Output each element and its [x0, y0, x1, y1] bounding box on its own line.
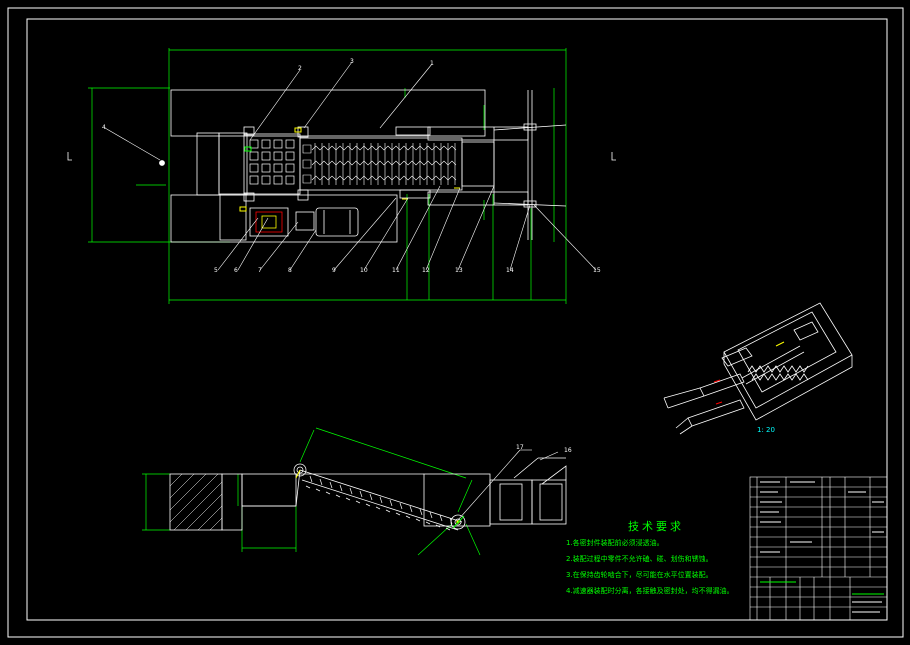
balloon-5: 5 — [214, 267, 218, 274]
isometric-view — [663, 302, 853, 435]
plan-accent-marks — [239, 127, 460, 212]
balloon-2: 2 — [298, 65, 302, 72]
plan-chain-links — [302, 143, 457, 185]
plan-outlines — [170, 89, 529, 243]
elevation-dimension-lines — [142, 427, 481, 556]
isometric-scale-label: 1: 20 — [757, 426, 775, 434]
elevation-hatching — [169, 473, 223, 531]
requirement-line-3: 3.在保持齿轮啮合下，尽可能在水平位置装配。 — [566, 571, 713, 579]
balloon-9: 9 — [332, 267, 336, 274]
title-block-green-marks — [760, 581, 884, 595]
balloon-13: 13 — [455, 267, 463, 274]
outer-sheet-border — [7, 7, 904, 638]
plan-dimension-lines — [88, 48, 567, 304]
isometric-accents — [713, 341, 785, 405]
balloon-17: 17 — [516, 444, 524, 451]
plan-motor-assembly — [249, 207, 359, 237]
plan-output-shafts — [493, 90, 567, 240]
plan-section-markers — [67, 152, 616, 166]
balloon-16: 16 — [564, 447, 572, 454]
balloon-4: 4 — [102, 124, 106, 131]
requirement-line-4: 4.减速器装配时分离，各接触及密封处，均不得漏油。 — [566, 587, 734, 595]
plan-view — [67, 48, 616, 304]
balloon-7: 7 — [258, 267, 262, 274]
elevation-outlines — [169, 457, 567, 531]
elevation-sprockets — [293, 463, 466, 530]
balloon-8: 8 — [288, 267, 292, 274]
requirement-line-2: 2.装配过程中零件不允许磕、碰、划伤和锈蚀。 — [566, 555, 713, 563]
balloon-3: 3 — [350, 58, 354, 65]
balloon-6: 6 — [234, 267, 238, 274]
requirement-line-1: 1.各密封件装配前必须浸透油。 — [566, 539, 664, 547]
elevation-view — [142, 427, 567, 556]
balloon-1: 1 — [430, 60, 434, 67]
elevation-accents — [295, 469, 465, 529]
balloon-12: 12 — [422, 267, 430, 274]
plan-leader-lines — [104, 61, 597, 271]
elevation-leaders — [457, 449, 559, 521]
technical-requirements-title: 技术要求 — [628, 520, 684, 533]
balloon-10: 10 — [360, 267, 368, 274]
elevation-balloon-labels: 17 16 — [516, 444, 572, 454]
balloon-14: 14 — [506, 267, 514, 274]
title-block-fill-marks — [760, 481, 884, 613]
elevation-conveyor-flights — [305, 475, 453, 531]
plan-hopper-grid — [249, 139, 295, 185]
title-block — [749, 476, 888, 621]
balloon-11: 11 — [392, 267, 400, 274]
balloon-15: 15 — [593, 267, 601, 274]
plan-balloon-labels: 2 3 1 4 5 6 7 8 9 10 11 12 13 14 15 — [102, 58, 601, 274]
inner-drawing-frame — [26, 18, 888, 621]
